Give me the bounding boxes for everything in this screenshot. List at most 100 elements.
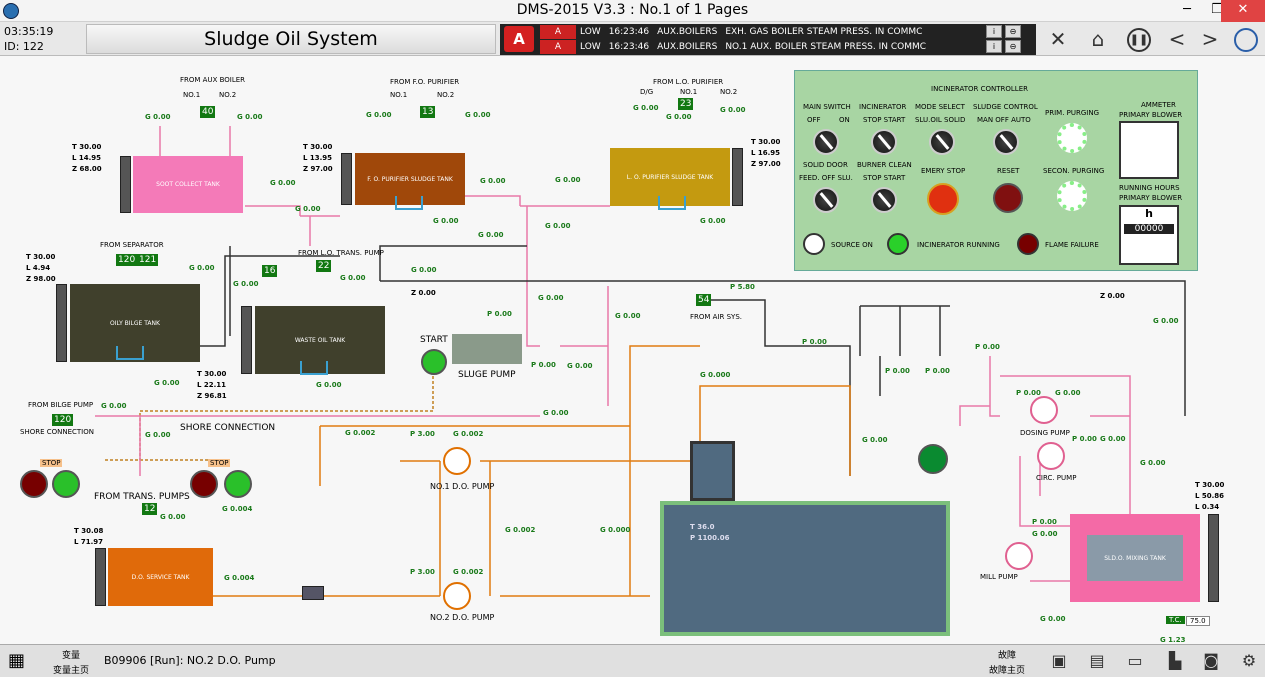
alarm-level: LOW bbox=[580, 42, 601, 52]
variable-main-button[interactable]: 变量主页 bbox=[52, 666, 89, 676]
flow-value: G 0.00 bbox=[1032, 530, 1058, 538]
flow-number: 121 bbox=[137, 254, 159, 266]
level-gauge bbox=[95, 548, 106, 606]
label: FROM F.O. PURIFIER bbox=[390, 78, 460, 86]
save-as-icon[interactable]: ▤ bbox=[1089, 651, 1105, 670]
sludge-pump[interactable] bbox=[452, 334, 522, 364]
settings-gear-icon[interactable]: ⚙ bbox=[1241, 651, 1257, 670]
label: MILL PUMP bbox=[980, 573, 1018, 581]
flow-value: G 0.002 bbox=[505, 526, 536, 534]
info-icon[interactable]: i bbox=[986, 25, 1002, 38]
variable-label[interactable]: 变量 bbox=[61, 651, 80, 661]
flow-value: G 0.00 bbox=[145, 113, 171, 121]
shore-run-lamp[interactable] bbox=[52, 470, 80, 498]
alarm-flag: A bbox=[540, 40, 576, 54]
fault-main-button[interactable]: 故障主页 bbox=[988, 666, 1025, 676]
shore-stop-lamp[interactable] bbox=[190, 470, 218, 498]
alarm-time: 16:23:46 bbox=[608, 42, 650, 52]
sludge-control-knob[interactable] bbox=[993, 129, 1019, 155]
info-icon[interactable]: i bbox=[986, 40, 1002, 53]
reading: L 16.95 bbox=[751, 149, 781, 157]
acknowledge-icon[interactable]: ⊖ bbox=[1005, 40, 1021, 53]
heating-coil-icon bbox=[658, 196, 686, 210]
prev-page-button[interactable]: < bbox=[1168, 27, 1186, 51]
z-value: Z 0.00 bbox=[1100, 292, 1125, 300]
shore-stop-lamp[interactable] bbox=[20, 470, 48, 498]
flow-number: 16 bbox=[262, 265, 278, 277]
incinerator-knob[interactable] bbox=[871, 129, 897, 155]
alarm-indicator-icon[interactable]: A bbox=[504, 26, 534, 52]
label: OFF bbox=[807, 116, 821, 124]
alarm-text: EXH. GAS BOILER STEAM PRESS. IN COMMC bbox=[725, 27, 923, 37]
flow-value: G 0.002 bbox=[345, 429, 376, 437]
hours-unit: h bbox=[1145, 207, 1153, 220]
bottom-bar bbox=[0, 644, 1265, 677]
minimize-button[interactable]: ─ bbox=[1183, 2, 1191, 17]
label: NO.1 D.O. PUMP bbox=[430, 482, 495, 491]
label: FLAME FAILURE bbox=[1045, 241, 1099, 249]
mute-icon[interactable]: ✕ bbox=[1049, 27, 1067, 51]
tc-label: T.C. bbox=[1166, 616, 1185, 624]
label: STOP START bbox=[863, 116, 906, 124]
status-text: B09906 [Run]: NO.2 D.O. Pump bbox=[104, 654, 276, 667]
open-folder-icon[interactable]: ▭ bbox=[1127, 651, 1143, 670]
grid-menu-icon[interactable]: ▦ bbox=[8, 650, 26, 671]
tc-value[interactable]: 75.0 bbox=[1186, 616, 1210, 626]
source-on-lamp bbox=[803, 233, 825, 255]
save-icon[interactable]: ▣ bbox=[1051, 651, 1067, 670]
sludge-pump-start-button[interactable] bbox=[421, 349, 447, 375]
flow-value: G 0.00 bbox=[233, 280, 259, 288]
close-button[interactable]: ✕ bbox=[1221, 0, 1265, 22]
mode-select-knob[interactable] bbox=[929, 129, 955, 155]
burner-clean-knob[interactable] bbox=[871, 187, 897, 213]
alarm-panel[interactable] bbox=[500, 24, 1036, 55]
fault-label[interactable]: 故障 bbox=[997, 651, 1016, 661]
pause-icon[interactable]: ❚❚ bbox=[1127, 28, 1151, 52]
label: SHORE CONNECTION bbox=[20, 428, 94, 436]
flow-value: G 0.002 bbox=[453, 430, 484, 438]
lo-purifier-sludge-tank[interactable]: L. O. PURIFIER SLUDGE TANK bbox=[610, 148, 730, 206]
reading: T 30.00 bbox=[1195, 481, 1225, 489]
oily-bilge-tank[interactable]: OILY BILGE TANK bbox=[70, 284, 200, 362]
circ-pump[interactable] bbox=[1037, 442, 1065, 470]
solid-door-knob[interactable] bbox=[813, 187, 839, 213]
flow-value: G 0.00 bbox=[411, 266, 437, 274]
flow-value: G 0.00 bbox=[1055, 389, 1081, 397]
flow-value: G 0.00 bbox=[545, 222, 571, 230]
filter-icon bbox=[302, 586, 324, 600]
do-service-tank[interactable]: D.O. SERVICE TANK bbox=[108, 548, 213, 606]
sludge-oil-mixing-tank[interactable]: SLD.O. MIXING TANK bbox=[1070, 514, 1200, 602]
reset-button[interactable] bbox=[993, 183, 1023, 213]
waste-oil-tank[interactable]: WASTE OIL TANK bbox=[255, 306, 385, 374]
time-display: 03:35:19 bbox=[4, 25, 54, 38]
soot-collect-tank[interactable]: SOOT COLLECT TANK bbox=[133, 156, 243, 213]
no1-do-pump[interactable] bbox=[443, 447, 471, 475]
label: PRIMARY BLOWER bbox=[1119, 194, 1183, 202]
fo-purifier-sludge-tank[interactable]: F. O. PURIFIER SLUDGE TANK bbox=[355, 153, 465, 205]
no2-do-pump[interactable] bbox=[443, 582, 471, 610]
camera-icon[interactable]: ◙ bbox=[1203, 651, 1219, 670]
incinerator-body[interactable] bbox=[660, 501, 950, 636]
home-icon[interactable]: ⌂ bbox=[1091, 27, 1105, 51]
emergency-stop-button[interactable] bbox=[927, 183, 959, 215]
maximize-button[interactable]: ❐ bbox=[1211, 2, 1223, 17]
flow-number: 120 bbox=[52, 414, 74, 426]
dosing-pump[interactable] bbox=[1030, 396, 1058, 424]
flow-value: G 0.000 bbox=[700, 371, 731, 379]
level-gauge bbox=[56, 284, 67, 362]
acknowledge-icon[interactable]: ⊖ bbox=[1005, 25, 1021, 38]
label: NO.2 bbox=[720, 88, 738, 96]
label: RESET bbox=[997, 167, 1020, 175]
mill-pump[interactable] bbox=[1005, 542, 1033, 570]
flow-number: 40 bbox=[200, 106, 216, 118]
flow-value: G 0.00 bbox=[543, 409, 569, 417]
label: BURNER CLEAN bbox=[857, 161, 912, 169]
alarm-time: 16:23:46 bbox=[608, 27, 650, 37]
next-page-button[interactable]: > bbox=[1201, 27, 1219, 51]
shore-run-lamp[interactable] bbox=[224, 470, 252, 498]
main-switch-knob[interactable] bbox=[813, 129, 839, 155]
tool-icon[interactable]: ▙ bbox=[1168, 651, 1182, 670]
